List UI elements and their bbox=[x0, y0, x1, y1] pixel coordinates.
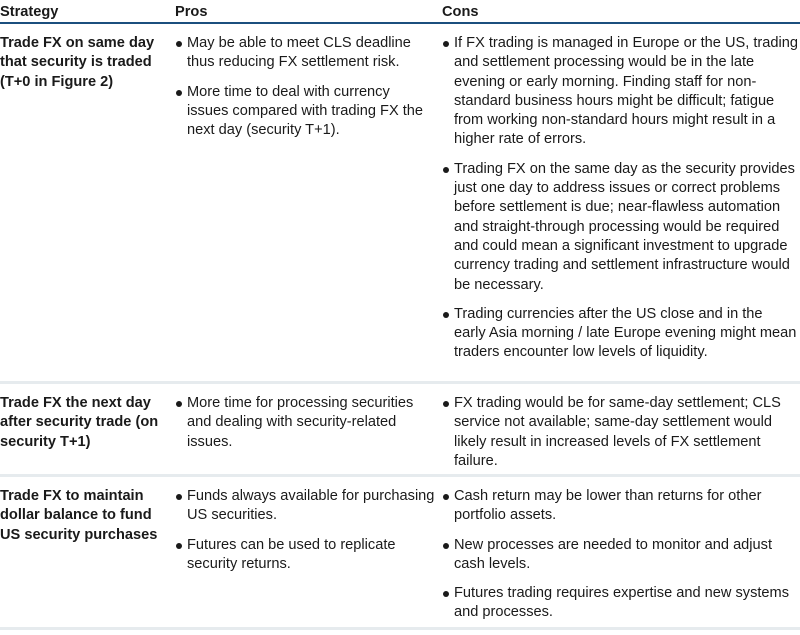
bullet-icon bbox=[443, 591, 449, 598]
pros-item-text: More time to deal with currency issues c… bbox=[187, 83, 424, 139]
pros-item: Funds always available for purchasing US… bbox=[175, 487, 435, 526]
bullet-icon bbox=[443, 166, 449, 173]
pros-item-text: Futures can be used to replicate securit… bbox=[187, 536, 396, 572]
strategy-cell: Trade FX on same day that security is tr… bbox=[0, 35, 155, 90]
bullet-icon bbox=[176, 401, 182, 407]
pros-item-text: Funds always available for purchasing US… bbox=[187, 488, 435, 524]
cons-item-text: Futures trading requires expertise and n… bbox=[454, 585, 790, 621]
table-row: Trade FX on same day that security is tr… bbox=[0, 24, 800, 384]
cons-cell: If FX trading is managed in Europe or th… bbox=[442, 34, 798, 373]
pros-item: May be able to meet CLS deadline thus re… bbox=[175, 34, 435, 73]
cons-item-text: Cash return may be lower than returns fo… bbox=[454, 488, 762, 524]
pros-cell: More time for processing securities and … bbox=[175, 394, 435, 462]
header-strategy: Strategy bbox=[0, 4, 59, 20]
pros-item: More time for processing securities and … bbox=[175, 394, 435, 452]
table-row: Trade FX to maintain dollar balance to f… bbox=[0, 477, 800, 630]
bullet-icon bbox=[443, 494, 449, 500]
cons-item: Trading FX on the same day as the securi… bbox=[442, 160, 798, 295]
cons-item-text: Trading FX on the same day as the securi… bbox=[454, 160, 795, 293]
cons-item-text: Trading currencies after the US close an… bbox=[454, 305, 797, 361]
strategy-cell: Trade FX the next day after security tra… bbox=[0, 395, 159, 450]
pros-item: More time to deal with currency issues c… bbox=[175, 83, 435, 141]
bullet-icon bbox=[176, 542, 182, 549]
pros-item: Futures can be used to replicate securit… bbox=[175, 536, 435, 575]
cons-item-text: If FX trading is managed in Europe or th… bbox=[454, 35, 798, 148]
header-cons: Cons bbox=[442, 4, 479, 20]
strategy-cell: Trade FX to maintain dollar balance to f… bbox=[0, 488, 158, 543]
bullet-icon bbox=[443, 401, 449, 407]
cons-item: New processes are needed to monitor and … bbox=[442, 536, 798, 575]
pros-cell: Funds always available for purchasing US… bbox=[175, 487, 435, 584]
cons-item: Futures trading requires expertise and n… bbox=[442, 584, 798, 623]
bullet-icon bbox=[176, 89, 182, 96]
pros-item-text: More time for processing securities and … bbox=[187, 395, 414, 450]
cons-item-text: FX trading would be for same-day settlem… bbox=[454, 395, 781, 469]
bullet-icon bbox=[176, 41, 182, 47]
cons-item: If FX trading is managed in Europe or th… bbox=[442, 34, 798, 150]
cons-item: FX trading would be for same-day settlem… bbox=[442, 394, 798, 471]
pros-item-text: May be able to meet CLS deadline thus re… bbox=[187, 35, 411, 71]
table-header: Strategy Pros Cons bbox=[0, 0, 800, 24]
cons-item: Trading currencies after the US close an… bbox=[442, 305, 798, 363]
cons-item-text: New processes are needed to monitor and … bbox=[454, 536, 773, 572]
bullet-icon bbox=[443, 41, 449, 47]
pros-cell: May be able to meet CLS deadline thus re… bbox=[175, 34, 435, 150]
cons-item: Cash return may be lower than returns fo… bbox=[442, 487, 798, 526]
cons-cell: Cash return may be lower than returns fo… bbox=[442, 487, 798, 633]
bullet-icon bbox=[443, 542, 449, 549]
table-row: Trade FX the next day after security tra… bbox=[0, 384, 800, 477]
bullet-icon bbox=[176, 494, 182, 500]
cons-cell: FX trading would be for same-day settlem… bbox=[442, 394, 798, 481]
header-pros: Pros bbox=[175, 4, 208, 20]
bullet-icon bbox=[443, 311, 449, 318]
